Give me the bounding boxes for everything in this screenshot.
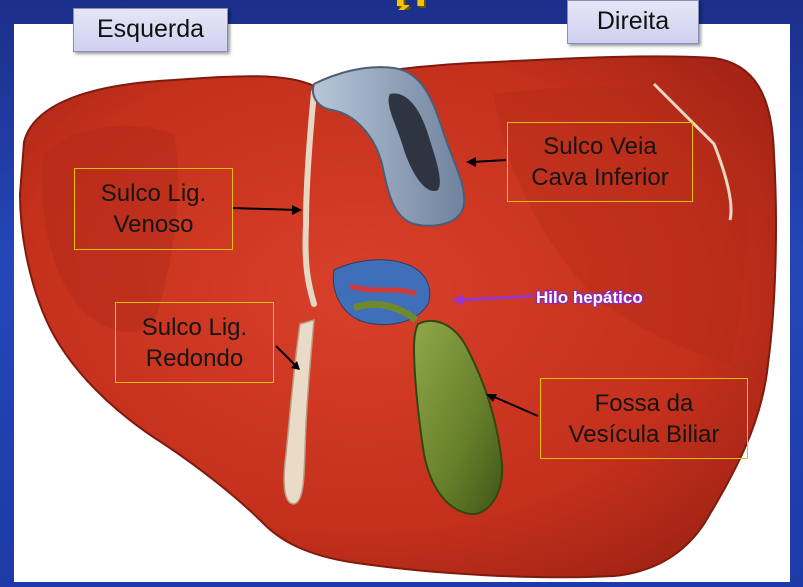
callout-line-1: Sulco Lig. [141, 313, 248, 341]
right-fissure [652, 82, 733, 221]
ligamentum-teres [283, 318, 315, 505]
callout-sulco-lig-venoso: Sulco Lig. Venoso [74, 168, 233, 250]
tab-direita: Direita [567, 0, 699, 44]
ligament-fissure [302, 89, 317, 307]
arrow-hilo [452, 294, 535, 306]
tab-esquerda: Esquerda [73, 8, 228, 52]
callout-line-1: Sulco Lig. [100, 180, 207, 207]
hilum-artery [349, 283, 417, 297]
right-lobe-shade [494, 86, 748, 364]
arrow-veia-cava [466, 157, 507, 167]
label-hilo-hepatico: Hilo hepático [536, 288, 643, 307]
callout-sulco-lig-redondo: Sulco Lig. Redondo [115, 302, 274, 383]
arrow-fossa [486, 394, 539, 417]
callout-line-1: Sulco Veia [543, 133, 657, 160]
callout-fossa-vesicula: Fossa da Vesícula Biliar [540, 378, 748, 459]
callout-line-2: Vesícula Biliar [568, 420, 720, 448]
arrow-sulco-venoso [231, 205, 302, 215]
callout-line-2: Cava Inferior [531, 164, 669, 191]
callout-sulco-veia-cava: Sulco Veia Cava Inferior [507, 122, 693, 202]
left-lobe-shade [42, 125, 178, 332]
hilum-bile-duct [352, 300, 419, 323]
callout-line-2: Redondo [145, 344, 244, 372]
liver-illustration [14, 24, 790, 582]
callout-line-2: Venoso [113, 211, 194, 238]
callout-line-1: Fossa da [594, 389, 694, 417]
arrow-sulco-redondo [275, 345, 300, 370]
gallbladder [412, 320, 504, 516]
slide-title: H HEPÁTICO [262, 0, 562, 10]
liver-drawing [18, 55, 777, 579]
vena-cava-lumen [388, 93, 440, 191]
